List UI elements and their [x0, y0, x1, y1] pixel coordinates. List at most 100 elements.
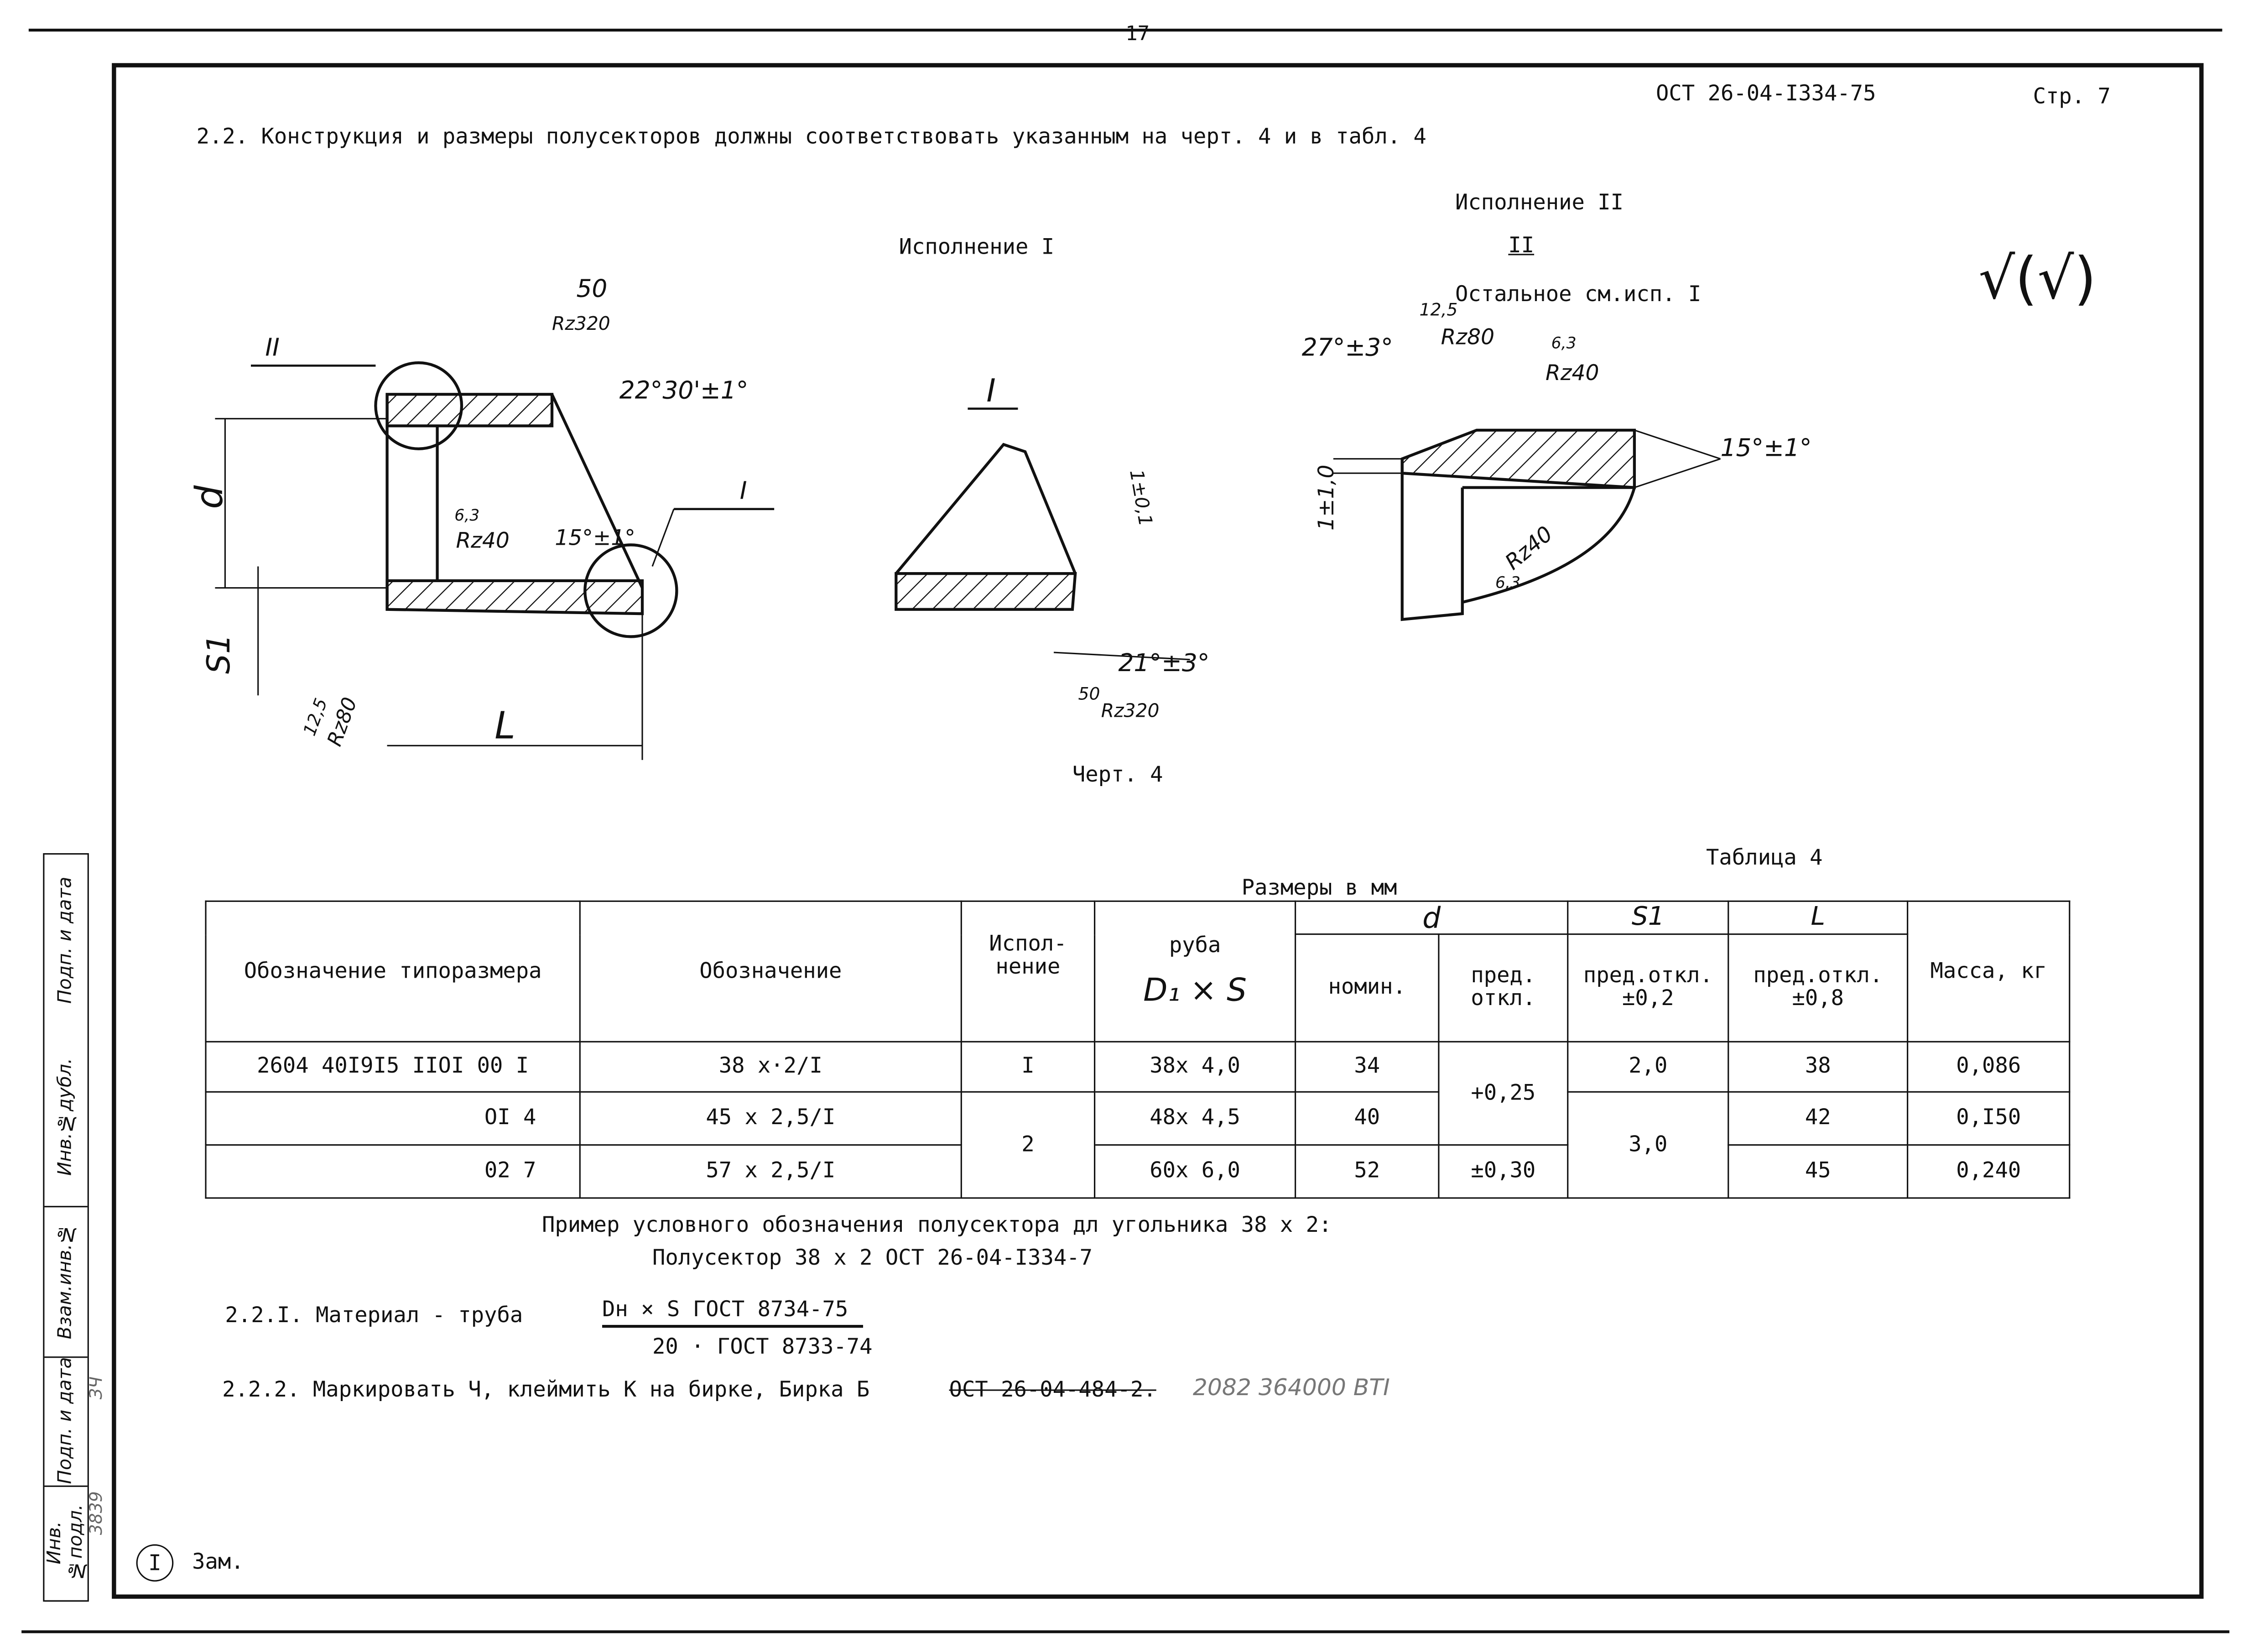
label: 21°±3°	[1118, 648, 1209, 677]
side-stamp: Инв.№подл. Подп. и дата Взам.инв.№ Инв.№…	[43, 853, 89, 1602]
cell-pipe: 48x 4,5	[1094, 1091, 1296, 1146]
wall-section-top	[385, 393, 554, 427]
header-L-tol: пред.откл. ±0,8	[1728, 933, 1909, 1042]
table-units: Размеры в мм	[1241, 875, 1397, 901]
cell-type-code: OI 4	[205, 1091, 581, 1146]
label: 15°±1°	[1720, 433, 1811, 462]
label: 12,5	[1419, 299, 1457, 319]
cell-d-nominal: 34	[1295, 1041, 1440, 1093]
stamp-cell: Подп. и дата	[44, 1356, 88, 1487]
figure-caption: Черт. 4	[1072, 761, 1163, 787]
label: 6,3	[454, 506, 479, 525]
cell-d-nominal: 52	[1295, 1144, 1440, 1199]
doc-code: ОСТ 26-04-I334-75	[1656, 80, 1876, 106]
material-numerator: Dн × S ГОСТ 8734-75	[602, 1296, 863, 1328]
example-line1: Пример условного обозначения полусектора…	[542, 1211, 1332, 1238]
label: Rz80	[1441, 324, 1494, 349]
cell-d-tol: +0,25	[1438, 1041, 1569, 1146]
marking-text: 2.2.2. Маркировать Ч, клеймить К на бирк…	[222, 1376, 870, 1402]
roughness-mark: √(√)	[1978, 246, 2097, 313]
cell-variant: I	[960, 1041, 1096, 1093]
material-denominator: 20 · ГОСТ 8733-74	[652, 1333, 873, 1360]
label: 1±1,0	[1314, 464, 1339, 530]
label: Rz320	[1101, 699, 1160, 721]
label: 6,3	[1495, 574, 1520, 592]
header-nominal: номин.	[1295, 933, 1440, 1042]
intro-text: 2.2. Конструкция и размеры полусекторов …	[196, 123, 1426, 149]
label: 50	[1078, 684, 1100, 704]
label: 50	[576, 274, 607, 303]
header-variant: Испол- нение	[960, 900, 1096, 1042]
table-title: Таблица 4	[1706, 844, 1823, 870]
cell-d-nominal: 40	[1295, 1091, 1440, 1146]
variant1-title: Исполнение I	[899, 234, 1055, 260]
label: Rz40	[1546, 360, 1599, 386]
label: 27°±3°	[1302, 333, 1393, 361]
sheet-frame	[112, 63, 2204, 1599]
label: Rz40	[456, 528, 509, 553]
header-type-code: Обозначение типоразмера	[205, 900, 581, 1042]
header-L: L	[1728, 900, 1909, 935]
stamp-cell: Подп. и дата	[55, 877, 77, 1004]
cell-L: 38	[1728, 1041, 1909, 1093]
label: 1±0,1	[1125, 468, 1157, 528]
label: 22°30'±1°	[619, 376, 749, 405]
cell-variant: 2	[960, 1091, 1096, 1199]
sheet-number: 17	[1125, 23, 1150, 46]
cell-L: 45	[1728, 1144, 1909, 1199]
cell-L: 42	[1728, 1091, 1909, 1146]
header-d: d	[1295, 900, 1569, 935]
cell-mass: 0,086	[1907, 1041, 2071, 1093]
change-label: Зам.	[192, 1548, 244, 1574]
label: d	[188, 485, 231, 509]
label: Rz40	[1500, 521, 1557, 575]
cell-designation: 45 x 2,5/I	[579, 1091, 962, 1146]
header-s1-tol: пред.откл. ±0,2	[1567, 933, 1729, 1042]
cell-pipe: 38x 4,0	[1094, 1041, 1296, 1093]
header-tol: пред. откл.	[1438, 933, 1569, 1042]
dimensions-table: Обозначение типоразмера Обозначение Испо…	[205, 900, 2071, 1199]
label: I	[986, 373, 995, 409]
variant2-mark: II	[1508, 232, 1535, 258]
bottom-trim-line	[21, 1630, 2230, 1633]
cell-d-tol: ±0,30	[1438, 1144, 1569, 1199]
material-label: 2.2.I. Материал - труба	[225, 1302, 523, 1328]
label: L	[494, 704, 515, 748]
pipe-label: руба	[1169, 932, 1221, 958]
variant2-title: Исполнение II	[1455, 189, 1624, 215]
cell-mass: 0,240	[1907, 1144, 2071, 1199]
stamp-cell: Взам.инв.№	[44, 1206, 88, 1358]
cell-designation: 38 x·2/I	[579, 1041, 962, 1093]
pipe-dims: D₁ × S	[1143, 973, 1247, 1010]
header-pipe: руба D₁ × S	[1094, 900, 1296, 1042]
label: S1	[201, 634, 237, 674]
label: 6,3	[1551, 334, 1577, 353]
stamp-cell: Инв.№подл.	[44, 1485, 88, 1602]
side-value: ЗЧ	[86, 1376, 106, 1400]
cell-s1: 3,0	[1567, 1091, 1729, 1199]
top-trim-line	[28, 28, 2222, 31]
cell-pipe: 60x 6,0	[1094, 1144, 1296, 1199]
cell-designation: 57 x 2,5/I	[579, 1144, 962, 1199]
cell-type-code: 2604 40I9I5 IIOI 00 I	[205, 1041, 581, 1093]
stamp-cell: Инв.№дубл.	[44, 1027, 88, 1208]
side-value: 3839	[86, 1491, 106, 1535]
label: Rz320	[552, 313, 610, 334]
cell-mass: 0,I50	[1907, 1091, 2071, 1146]
marking-struck: ОСТ 26-04-484-2.	[949, 1376, 1156, 1402]
cell-s1: 2,0	[1567, 1041, 1729, 1093]
change-number: I	[136, 1544, 174, 1582]
header-s1: S1	[1567, 900, 1729, 935]
example-line2: Полусектор 38 x 2 ОСТ 26-04-I334-7	[652, 1245, 1093, 1271]
label: II	[265, 333, 280, 361]
table-row: OI 4 45 x 2,5/I 2 48x 4,5 40 3,0 42 0,I5…	[205, 1091, 2071, 1199]
table-row: 02 7 57 x 2,5/I 60x 6,0 52 ±0,30 45 0,24…	[205, 1144, 2071, 1199]
header-mass: Масса, кг	[1907, 900, 2071, 1042]
cell-type-code: 02 7	[205, 1144, 581, 1199]
page-label: Стр. 7	[2033, 83, 2111, 109]
header-designation: Обозначение	[579, 900, 962, 1042]
label: I	[740, 476, 747, 505]
label: 15°±1°	[555, 525, 635, 550]
